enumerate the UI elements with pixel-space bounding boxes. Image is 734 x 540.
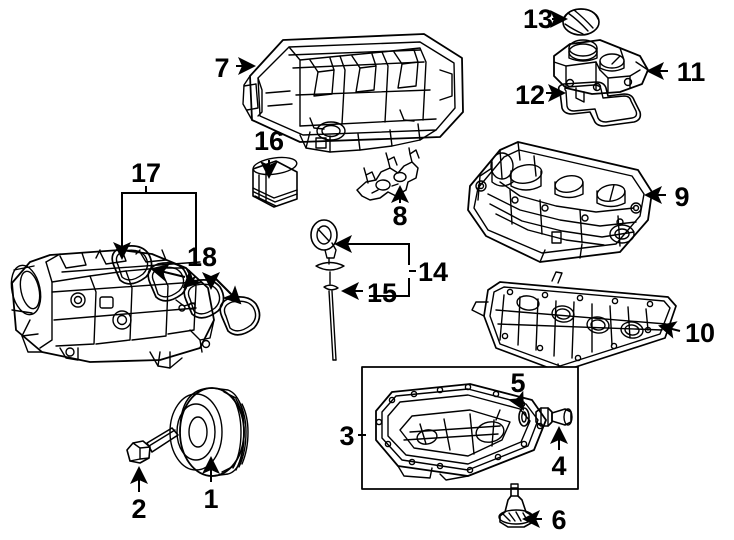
callout-label-2: 2 [131, 494, 146, 524]
leader-18a [150, 264, 186, 282]
callout-label-13: 13 [523, 4, 553, 34]
callout-label-8: 8 [392, 201, 407, 231]
callout-label-18: 18 [187, 242, 217, 272]
part-cylinder-head-cover[interactable] [467, 141, 653, 263]
part-crankshaft-pulley[interactable] [169, 387, 249, 477]
callout-label-10: 10 [685, 318, 715, 348]
part-oil-separator-gasket[interactable] [557, 81, 642, 127]
leader-18b [182, 269, 202, 289]
part-oil-jet-assembly[interactable] [356, 147, 420, 201]
callout-label-7: 7 [214, 53, 229, 83]
callout-label-6: 6 [551, 505, 566, 535]
part-drain-plug-washer[interactable] [518, 407, 530, 427]
callout-label-14: 14 [418, 257, 448, 287]
leader-lines [113, 10, 681, 528]
callout-label-5: 5 [510, 368, 525, 398]
callout-label-11: 11 [677, 57, 706, 87]
leader-18d [215, 278, 242, 305]
part-intake-manifold[interactable] [7, 249, 215, 369]
callout-label-9: 9 [674, 182, 689, 212]
bracket-14 [351, 243, 416, 297]
part-pulley-bolt[interactable] [126, 427, 179, 464]
callout-label-15: 15 [367, 278, 397, 308]
callout-label-4: 4 [551, 451, 566, 481]
callout-label-16: 16 [254, 126, 284, 156]
part-lower-oil-pan[interactable] [375, 383, 547, 481]
callout-label-12: 12 [515, 80, 545, 110]
callout-label-17: 17 [131, 158, 161, 188]
leader-10 [658, 321, 681, 339]
bracket-17 [121, 186, 197, 248]
part-oil-drain-plug[interactable] [535, 407, 573, 427]
leader-5 [507, 390, 524, 411]
part-upper-oil-pan[interactable] [242, 33, 464, 153]
callout-labels: 1 2 3 4 5 6 7 8 9 10 11 12 13 14 15 16 1… [131, 4, 715, 535]
callout-label-1: 1 [203, 484, 218, 514]
callout-label-3: 3 [339, 421, 354, 451]
